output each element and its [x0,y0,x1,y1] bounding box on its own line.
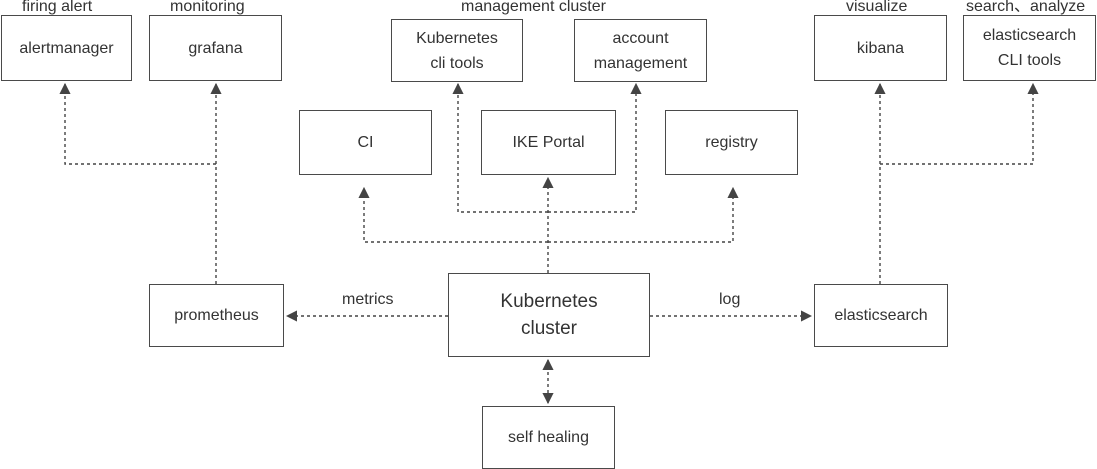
node-prometheus: prometheus [149,284,284,347]
group-label-firing-alert: firing alert [22,0,93,15]
node-grafana: grafana [149,15,282,81]
node-kibana: kibana [814,15,947,81]
edge-prometheus-alertmanager [59,82,217,284]
edge-label-metrics: metrics [342,291,394,308]
group-label-search-analyze: search、analyze [966,0,1086,15]
node-registry: registry [665,110,798,175]
node-elasticsearch: elasticsearch [814,284,948,347]
node-ike-portal: IKE Portal [481,110,616,175]
edge-label-log: log [719,291,741,308]
node-elasticsearch-cli-tools: elasticsearch CLI tools [963,15,1096,81]
node-alertmanager: alertmanager [1,15,132,81]
group-label-monitoring: monitoring [170,0,245,15]
node-account-management: account management [574,19,707,82]
edge-cluster-ci [358,186,548,243]
edge-elasticsearch-cli [880,82,1039,165]
edge-cluster-kubernetes-cli-tools [452,82,548,213]
node-self-healing: self healing [482,406,615,469]
node-kubernetes-cluster: Kubernetes cluster [448,273,650,357]
node-kubernetes-cli-tools: Kubernetes cli tools [391,19,523,82]
group-label-visualize: visualize [846,0,908,15]
node-ci: CI [299,110,432,175]
edge-cluster-registry [548,186,739,243]
group-label-management-cluster: management cluster [461,0,606,15]
